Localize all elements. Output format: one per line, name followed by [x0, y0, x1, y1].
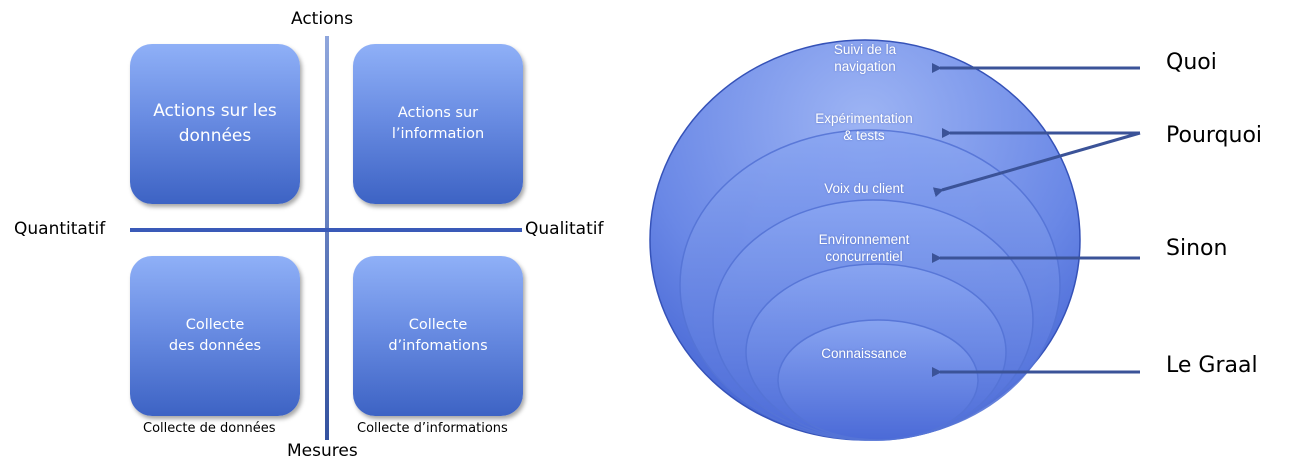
caption-bottom-right: Collecte d’informations: [357, 421, 508, 436]
layer-label-experimentation: Expérimentation& tests: [815, 111, 913, 143]
vertical-axis: [325, 36, 329, 440]
label-sinon: Sinon: [1166, 236, 1228, 261]
axis-label-left: Quantitatif: [14, 219, 106, 239]
label-le-graal: Le Graal: [1166, 353, 1258, 378]
layer-ellipse-5: [777, 319, 979, 441]
horizontal-axis: [130, 228, 522, 232]
caption-bottom-left: Collecte de données: [143, 421, 276, 436]
axis-label-right: Qualitatif: [525, 219, 604, 239]
layer-label-voix: Voix du client: [824, 181, 904, 196]
label-quoi: Quoi: [1166, 50, 1217, 75]
axis-label-bottom: Mesures: [287, 441, 358, 461]
label-pourquoi: Pourquoi: [1166, 123, 1263, 148]
layer-label-connaissance: Connaissance: [821, 346, 907, 361]
axis-label-top: Actions: [291, 9, 354, 29]
arrow-pourquoi-2: [932, 131, 1141, 198]
